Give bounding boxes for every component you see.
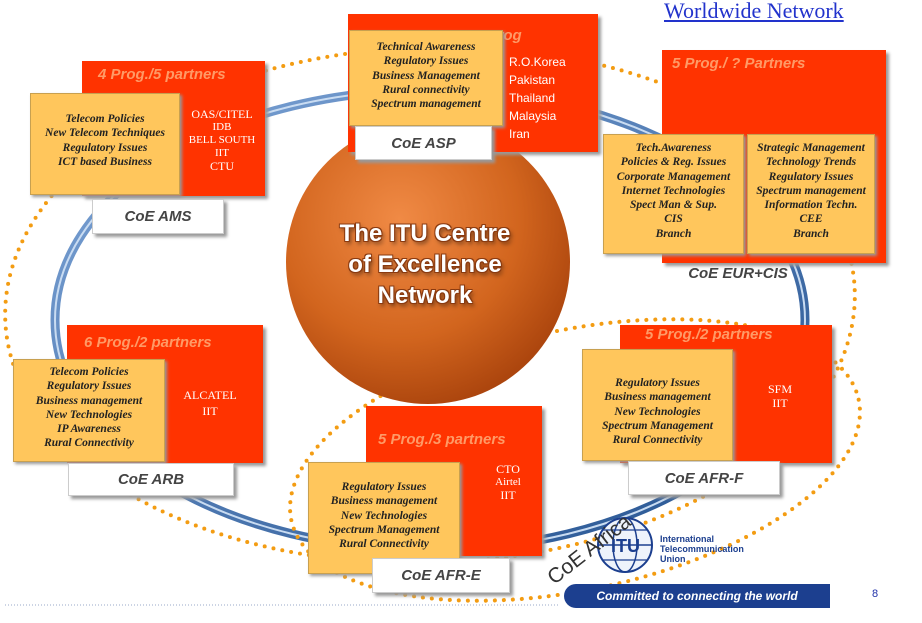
partner-item: R.O.Korea	[509, 55, 566, 69]
topic-item: Telecom Policies	[65, 113, 145, 125]
topic-item: Strategic Management	[757, 142, 865, 154]
partner-item: Iran	[509, 127, 530, 141]
afr-e-program-count: 5 Prog./3 partners	[378, 431, 506, 448]
topic-item: Spectrum management	[371, 98, 481, 111]
topic-item: Corporate Management	[616, 170, 731, 183]
partner-item: IIT	[214, 147, 230, 159]
topic-item: Regulatory Issues	[615, 377, 700, 389]
center-title-line: Network	[377, 282, 473, 309]
itu-logo-text: International Telecommunication Union	[660, 534, 744, 564]
topic-item: CEE	[799, 213, 823, 226]
topic-item: New Technologies	[340, 509, 428, 522]
ams-label: CoE AMS	[92, 199, 224, 234]
center-title-line: The ITU Centre	[339, 220, 511, 247]
topic-item: Spectrum Management	[328, 523, 440, 536]
page-number: 8	[872, 588, 879, 600]
topic-item: Rural connectivity	[382, 83, 470, 96]
afr-e-partner-list: CTO Airtel IIT	[468, 463, 548, 502]
topic-item: Branch	[793, 227, 829, 240]
topic-item: Regulatory Issues	[62, 141, 148, 154]
itu-logo-line: International	[660, 534, 715, 544]
topic-item: Regulatory Issues	[341, 481, 427, 493]
itu-logo-line: Union	[660, 554, 686, 564]
topic-item: Spect Man & Sup.	[630, 199, 717, 212]
topic-item: Internet Technologies	[621, 184, 726, 197]
center-title: The ITU Centre of Excellence Network	[290, 218, 560, 311]
partner-item: IIT	[500, 488, 516, 502]
eur-program-count: 5 Prog./ ? Partners	[672, 55, 806, 72]
topic-item: New Technologies	[45, 408, 133, 421]
topic-item: ICT based Business	[58, 155, 152, 168]
topic-item: IP Awareness	[57, 423, 121, 436]
topic-item: Regulatory Issues	[768, 170, 854, 183]
partner-item: SFM	[767, 382, 793, 396]
topic-item: Information Techn.	[764, 199, 858, 212]
partner-item: Pakistan	[509, 73, 556, 87]
afr-f-partner-list: SFM IIT	[740, 382, 820, 410]
partner-item: Airtel	[495, 476, 521, 488]
afr-f-topic-box: Regulatory Issues Business management Ne…	[582, 349, 733, 461]
partner-item: ALCATEL	[183, 388, 237, 402]
eur-topic-box-left: Tech.Awareness Policies & Reg. Issues Co…	[603, 134, 744, 254]
footer-tagline: Committed to connecting the world	[564, 584, 830, 608]
eur-label: CoE EUR+CIS	[688, 264, 788, 282]
topic-item: Business management	[35, 394, 143, 407]
afr-f-label: CoE AFR-F	[628, 461, 780, 495]
asp-topic-box: Technical Awareness Regulatory Issues Bu…	[349, 30, 503, 126]
itu-logo-line: Telecommunication	[660, 544, 744, 554]
eur-topic-box-right: Strategic Management Technology Trends R…	[747, 134, 875, 254]
topic-item: Regulatory Issues	[46, 380, 132, 393]
partner-item: Malaysia	[509, 109, 557, 123]
center-title-line: of Excellence	[348, 251, 502, 278]
partner-item: IDB	[212, 121, 232, 133]
topic-item: Technology Trends	[765, 156, 857, 169]
topic-item: Policies & Reg. Issues	[620, 156, 727, 169]
ams-topic-box: Telecom Policies New Telecom Techniques …	[30, 93, 180, 195]
afr-f-program-count: 5 Prog./2 partners	[645, 326, 773, 343]
ams-program-count: 4 Prog./5 partners	[98, 66, 226, 83]
center-circle	[286, 120, 570, 404]
topic-item: Technical Awareness	[376, 41, 476, 53]
topic-item: New Technologies	[614, 405, 701, 418]
afr-e-label: CoE AFR-E	[372, 558, 510, 593]
topic-item: Business Management	[372, 69, 480, 82]
partner-item: BELL SOUTH	[188, 134, 256, 146]
topic-item: New Telecom Techniques	[45, 127, 165, 140]
partner-item: OAS/CITEL	[191, 107, 253, 121]
partner-item: IIT	[772, 396, 788, 410]
topic-item: Branch	[655, 227, 692, 240]
topic-item: Spectrum management	[756, 184, 866, 197]
arb-topic-box: Telecom Policies Regulatory Issues Busin…	[13, 359, 165, 462]
dotted-arc-outer	[3, 44, 857, 566]
ams-partner-list: OAS/CITEL IDB BELL SOUTH IIT CTU	[182, 108, 262, 173]
itu-globe-icon: ITU	[597, 517, 653, 573]
partner-item: CTO	[496, 462, 520, 476]
afr-e-topic-box: Regulatory Issues Business management Ne…	[308, 462, 460, 574]
topic-item: Rural Connectivity	[612, 434, 703, 447]
partner-item: IIT	[202, 404, 218, 418]
topic-item: CIS	[664, 213, 683, 226]
topic-item: Rural Connectivity	[44, 437, 134, 450]
arb-partner-list: ALCATEL IIT	[172, 387, 248, 419]
page-title-link[interactable]: Worldwide Network	[664, 0, 844, 23]
partner-item: Thailand	[509, 91, 556, 105]
partner-item: CTU	[210, 159, 234, 173]
svg-text:ITU: ITU	[611, 536, 640, 556]
topic-item: Business management	[330, 495, 438, 508]
topic-item: Regulatory Issues	[383, 55, 469, 68]
topic-item: Rural Connectivity	[339, 538, 429, 551]
arb-label: CoE ARB	[68, 463, 234, 496]
arb-program-count: 6 Prog./2 partners	[84, 334, 212, 351]
asp-label: CoE ASP	[355, 126, 492, 160]
topic-item: Telecom Policies	[49, 366, 129, 378]
topic-item: Tech.Awareness	[635, 142, 712, 154]
topic-item: Spectrum Management	[602, 419, 713, 432]
topic-item: Business management	[604, 391, 711, 404]
asp-partner-list: R.O.Korea Pakistan Thailand Malaysia Ira…	[509, 53, 594, 143]
